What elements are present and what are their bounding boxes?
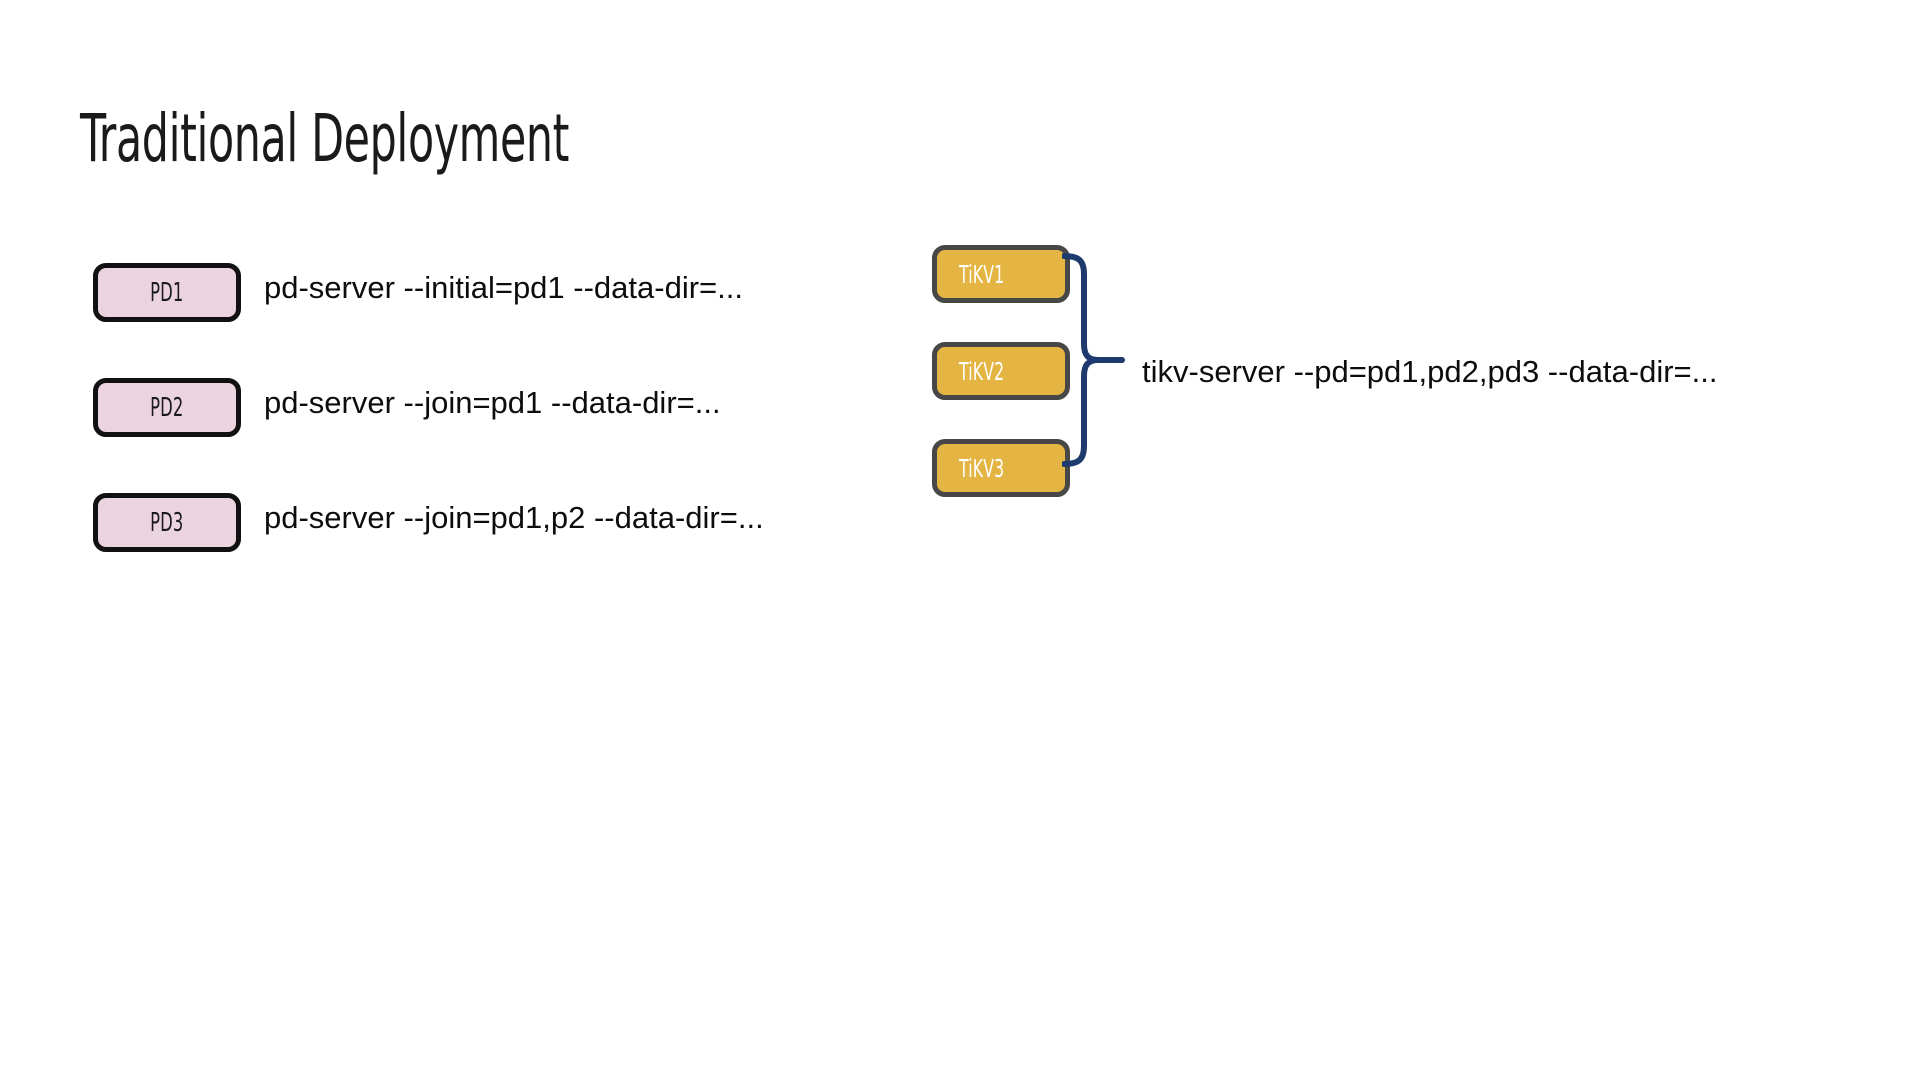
pd-command-text-2: pd-server --join=pd1 --data-dir=... [264,385,721,420]
pd-command-text-3: pd-server --join=pd1,p2 --data-dir=... [264,500,764,535]
tikv-node-box-2[interactable]: TiKV2 [932,342,1070,400]
pd-node-box-2[interactable]: PD2 [93,378,241,437]
pd-node-label-1: PD1 [150,277,184,308]
pd-node-box-3[interactable]: PD3 [93,493,241,552]
tikv-node-label-2: TiKV2 [959,356,1005,386]
page-title: Traditional Deployment [80,100,570,177]
tikv-node-label-1: TiKV1 [959,259,1005,289]
pd-node-label-2: PD2 [150,392,184,423]
tikv-node-box-1[interactable]: TiKV1 [932,245,1070,303]
tikv-node-box-3[interactable]: TiKV3 [932,439,1070,497]
pd-node-label-3: PD3 [150,507,184,538]
tikv-node-label-3: TiKV3 [959,453,1005,483]
pd-command-text-1: pd-server --initial=pd1 --data-dir=... [264,270,743,305]
curly-brace-icon [1062,253,1125,467]
tikv-command-text: tikv-server --pd=pd1,pd2,pd3 --data-dir=… [1142,354,1718,389]
pd-node-box-1[interactable]: PD1 [93,263,241,322]
